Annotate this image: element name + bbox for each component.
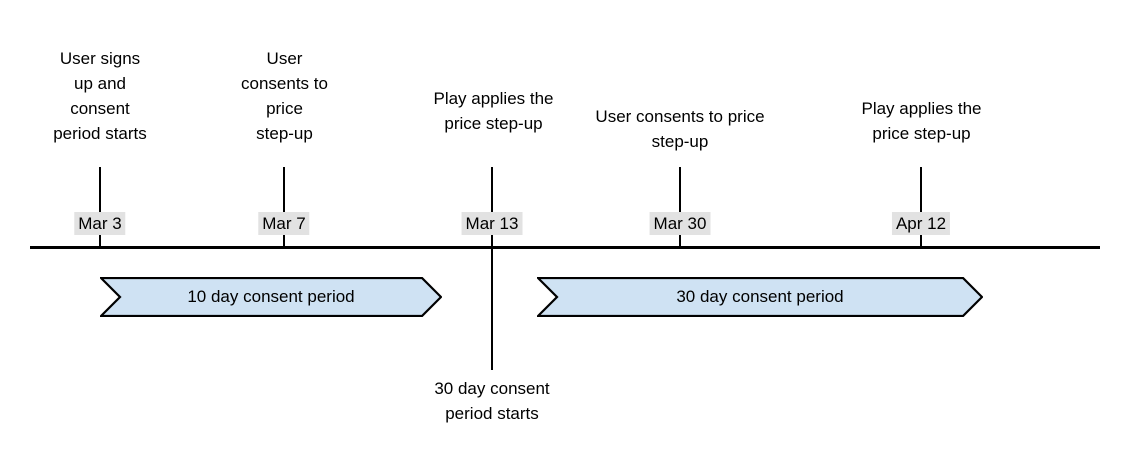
event-caption-mar-7: User consents to price step-up	[241, 49, 328, 143]
date-chip-mar-3: Mar 3	[74, 212, 126, 235]
chevron-shape	[537, 277, 983, 317]
tick-mark-mar-13	[491, 167, 493, 370]
period-banner-10-day: 10 day consent period	[100, 277, 442, 317]
timeline-axis	[30, 246, 1100, 249]
tick-mark-apr-12	[920, 167, 922, 247]
date-chip-mar-30: Mar 30	[649, 212, 711, 235]
tick-mark-mar-30	[679, 167, 681, 247]
date-chip-mar-7: Mar 7	[258, 212, 310, 235]
date-chip-mar-13: Mar 13	[461, 212, 523, 235]
event-caption-mar-3: User signs up and consent period starts	[53, 49, 147, 143]
date-chip-apr-12: Apr 12	[891, 212, 951, 235]
tick-mark-mar-7	[283, 167, 285, 247]
chevron-shape	[100, 277, 442, 317]
event-caption-apr-12: Play applies the price step-up	[861, 99, 982, 143]
period-banner-30-day: 30 day consent period	[537, 277, 983, 317]
bottom-note-30-day-start: 30 day consent period starts	[434, 379, 550, 423]
event-caption-mar-30: User consents to price step-up	[595, 107, 765, 151]
tick-mark-mar-3	[99, 167, 101, 247]
event-caption-mar-13: Play applies the price step-up	[433, 89, 554, 133]
